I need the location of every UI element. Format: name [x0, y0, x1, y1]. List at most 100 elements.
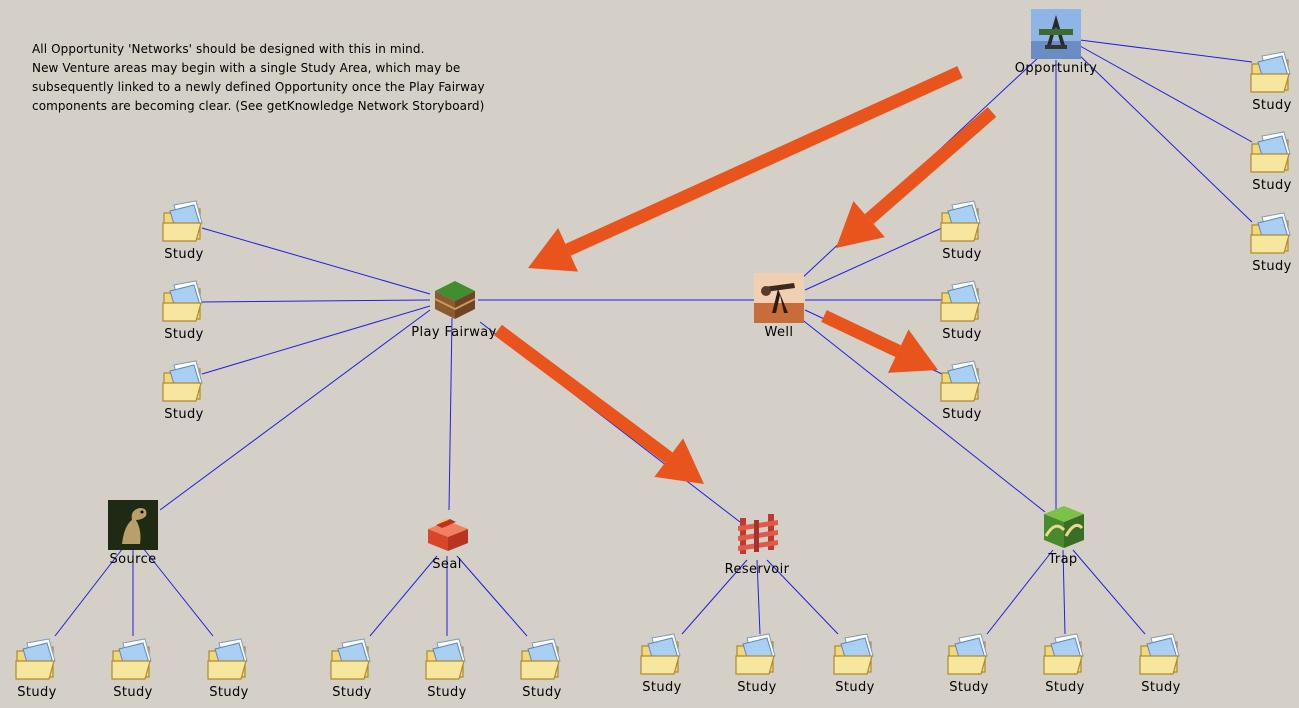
node-opportunity-label: Opportunity	[1014, 61, 1098, 76]
study-node-opp-3-label: Study	[1252, 259, 1292, 274]
study-node-well-1-label: Study	[942, 247, 982, 262]
study-node-source-2[interactable]: Study	[88, 635, 178, 700]
study-node-trap-2[interactable]: Study	[1020, 630, 1110, 695]
reservoir-fence-icon	[738, 514, 778, 554]
node-seal[interactable]: Seal	[402, 505, 492, 572]
node-play-fairway-label: Play Fairway	[411, 325, 497, 340]
study-node-source-3[interactable]: Study	[184, 635, 274, 700]
study-node-pf-3-label: Study	[164, 407, 204, 422]
node-play-fairway[interactable]: Play Fairway	[409, 273, 499, 340]
study-node-res-3-label: Study	[835, 680, 875, 695]
study-node-source-3-label: Study	[209, 685, 249, 700]
link-line	[369, 555, 438, 637]
note-line-1: All Opportunity 'Networks' should be des…	[32, 42, 425, 56]
node-source[interactable]: Source	[88, 500, 178, 567]
study-node-res-2[interactable]: Study	[712, 630, 802, 695]
study-folder-icon	[425, 638, 466, 680]
link-line	[54, 547, 124, 637]
node-reservoir[interactable]: Reservoir	[712, 510, 802, 577]
node-trap[interactable]: Trap	[1018, 500, 1108, 567]
study-node-well-1[interactable]: Study	[917, 197, 1007, 262]
opportunity-rig-icon	[1031, 9, 1081, 59]
study-node-seal-1[interactable]: Study	[307, 635, 397, 700]
study-folder-icon	[947, 633, 988, 675]
study-node-res-2-label: Study	[737, 680, 777, 695]
study-node-seal-2[interactable]: Study	[402, 635, 492, 700]
study-node-res-3[interactable]: Study	[810, 630, 900, 695]
study-node-pf-3[interactable]: Study	[139, 357, 229, 422]
study-node-seal-3-label: Study	[522, 685, 562, 700]
study-node-seal-2-label: Study	[427, 685, 467, 700]
study-node-well-2-label: Study	[942, 327, 982, 342]
node-well[interactable]: Well	[734, 273, 824, 340]
arrow-to-well	[836, 107, 997, 248]
study-folder-icon	[162, 200, 203, 242]
study-node-opp-2[interactable]: Study	[1227, 128, 1299, 193]
study-folder-icon	[1250, 131, 1291, 173]
arrow-to-play-fairway	[528, 66, 963, 272]
link-line	[201, 227, 431, 295]
link-line	[681, 559, 748, 635]
study-folder-icon	[162, 280, 203, 322]
study-folder-icon	[640, 633, 681, 675]
study-node-pf-2[interactable]: Study	[139, 277, 229, 342]
study-node-trap-3[interactable]: Study	[1116, 630, 1206, 695]
study-node-well-3-label: Study	[942, 407, 982, 422]
link-line	[804, 227, 943, 291]
study-node-res-1[interactable]: Study	[617, 630, 707, 695]
note-line-2: New Venture areas may begin with a singl…	[32, 61, 461, 75]
trap-anticline-icon	[1044, 506, 1084, 548]
link-line	[201, 299, 431, 303]
node-seal-label: Seal	[432, 557, 462, 572]
link-line	[1079, 39, 1253, 63]
study-folder-icon	[833, 633, 874, 675]
link-line	[159, 309, 431, 511]
terrain-block-icon	[434, 281, 476, 319]
study-folder-icon	[1043, 633, 1084, 675]
study-node-opp-3[interactable]: Study	[1227, 209, 1299, 274]
study-folder-icon	[1139, 633, 1180, 675]
link-line	[756, 559, 761, 635]
study-node-source-2-label: Study	[113, 685, 153, 700]
link-line	[799, 317, 1046, 513]
study-node-res-1-label: Study	[642, 680, 682, 695]
seal-layer-icon	[428, 518, 468, 551]
study-node-seal-1-label: Study	[332, 685, 372, 700]
study-folder-icon	[330, 638, 371, 680]
study-node-trap-1-label: Study	[949, 680, 989, 695]
study-node-well-2[interactable]: Study	[917, 277, 1007, 342]
study-folder-icon	[940, 360, 981, 402]
link-line	[1079, 45, 1253, 143]
note-line-3: subsequently linked to a newly defined O…	[32, 80, 485, 94]
link-line	[456, 555, 528, 637]
guidance-note: All Opportunity 'Networks' should be des…	[32, 40, 485, 116]
study-folder-icon	[111, 638, 152, 680]
link-line	[986, 549, 1054, 635]
node-opportunity[interactable]: Opportunity	[1011, 9, 1101, 76]
study-folder-icon	[735, 633, 776, 675]
study-folder-icon	[520, 638, 561, 680]
study-folder-icon	[207, 638, 248, 680]
note-line-4: components are becoming clear. (See getK…	[32, 99, 485, 113]
study-node-trap-1[interactable]: Study	[924, 630, 1014, 695]
study-node-well-3[interactable]: Study	[917, 357, 1007, 422]
study-node-opp-2-label: Study	[1252, 178, 1292, 193]
study-node-seal-3[interactable]: Study	[497, 635, 587, 700]
study-folder-icon	[940, 200, 981, 242]
node-trap-label: Trap	[1048, 552, 1078, 567]
link-line	[1072, 549, 1146, 635]
link-line	[142, 547, 214, 637]
study-node-pf-2-label: Study	[164, 327, 204, 342]
study-folder-icon	[1250, 51, 1291, 93]
link-line	[1062, 549, 1066, 635]
study-node-source-1[interactable]: Study	[0, 635, 82, 700]
study-node-pf-1[interactable]: Study	[139, 197, 229, 262]
dinosaur-icon	[108, 500, 158, 550]
study-folder-icon	[162, 360, 203, 402]
link-line	[201, 305, 431, 375]
link-line	[448, 317, 453, 511]
study-folder-icon	[1250, 212, 1291, 254]
study-node-opp-1[interactable]: Study	[1227, 48, 1299, 113]
study-node-pf-1-label: Study	[164, 247, 204, 262]
